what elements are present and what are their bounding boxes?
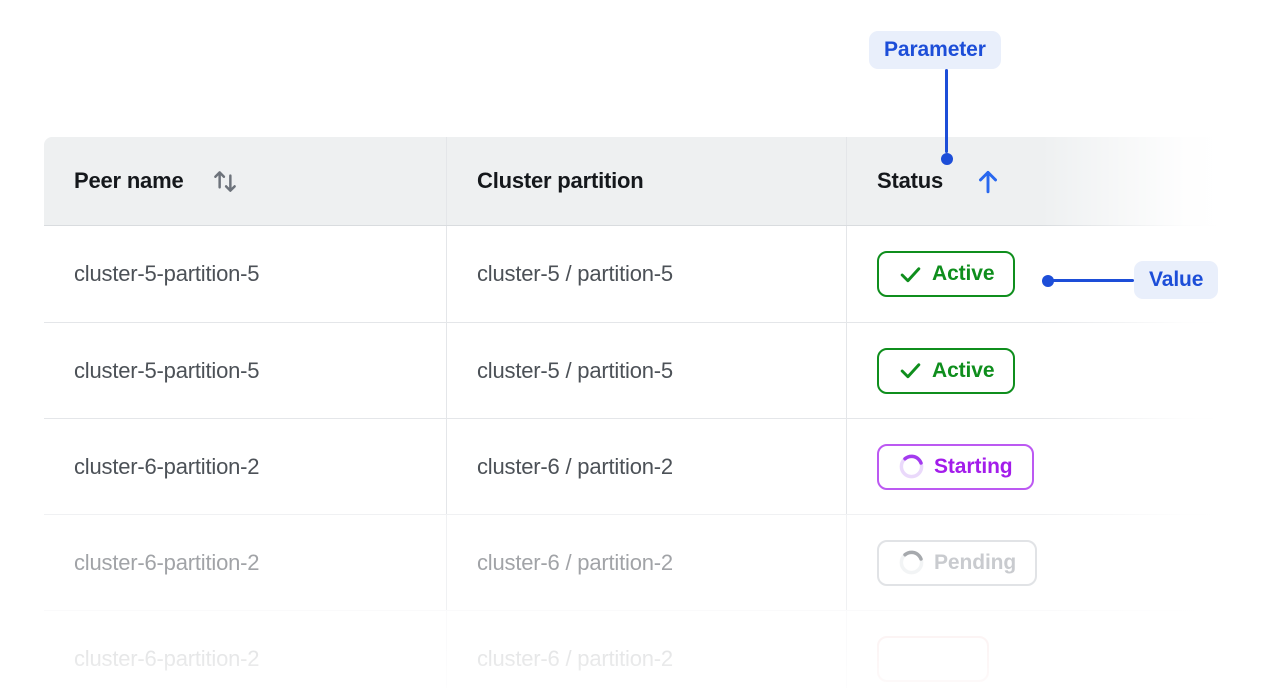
column-header-cluster-partition[interactable]: Cluster partition	[446, 137, 846, 225]
table-row: cluster-6-partition-2 cluster-6 / partit…	[44, 514, 1272, 610]
value-annotation-label: Value	[1134, 261, 1219, 299]
status-badge: Active	[877, 251, 1016, 297]
column-header-label: Cluster partition	[477, 168, 644, 193]
sort-both-icon[interactable]	[210, 167, 240, 195]
table-row: cluster-6-partition-2 cluster-6 / partit…	[44, 418, 1272, 514]
parameter-connector-line	[945, 69, 948, 153]
status-badge	[877, 635, 989, 682]
sort-ascending-icon[interactable]	[975, 167, 1001, 195]
cell-cluster-partition: cluster-6 / partition-2	[446, 611, 846, 688]
cell-peer-name: cluster-5-partition-5	[74, 357, 260, 383]
status-badge-label: Starting	[934, 454, 1013, 478]
parameter-annotation-label: Parameter	[869, 31, 1001, 69]
table-row: cluster-5-partition-5 cluster-5 / partit…	[44, 322, 1272, 418]
cell-cluster-partition: cluster-6 / partition-2	[446, 515, 846, 610]
cell-peer-name: cluster-6-partition-2	[74, 453, 260, 479]
status-badge-label: Active	[932, 262, 995, 285]
value-connector-line	[1048, 279, 1134, 282]
cell-status	[846, 611, 1272, 688]
status-badge-label: Pending	[934, 550, 1017, 574]
cell-cluster-partition: cluster-6 / partition-2	[446, 419, 846, 514]
status-badge: Active	[877, 347, 1016, 394]
cell-status: Starting	[846, 419, 1272, 514]
status-badge: Starting	[877, 443, 1034, 490]
cell-peer-name: cluster-6-partition-2	[74, 645, 260, 671]
check-icon	[898, 358, 923, 383]
value-connector-dot	[1042, 275, 1054, 287]
table-header-row: Peer name Cluster partition Status	[44, 137, 1272, 226]
cell-status: Active	[846, 226, 1272, 322]
cell-peer-name: cluster-6-partition-2	[74, 549, 260, 575]
cell-peer-name: cluster-5-partition-5	[74, 261, 260, 286]
table-row: cluster-5-partition-5 cluster-5 / partit…	[44, 226, 1272, 322]
status-badge: Pending	[877, 539, 1038, 586]
cell-cluster-partition: cluster-5 / partition-5	[446, 226, 846, 322]
cell-status: Active	[846, 323, 1272, 418]
parameter-connector-dot	[941, 153, 953, 165]
spinner-icon	[898, 549, 925, 576]
column-header-peer-name[interactable]: Peer name	[44, 137, 446, 225]
spinner-icon	[898, 453, 925, 480]
status-badge-label: Active	[932, 358, 995, 382]
cell-cluster-partition: cluster-5 / partition-5	[446, 323, 846, 418]
column-header-status[interactable]: Status	[846, 137, 1272, 225]
peers-table: Peer name Cluster partition Status	[44, 137, 1272, 688]
check-icon	[898, 262, 923, 287]
cell-status: Pending	[846, 515, 1272, 610]
column-header-label: Peer name	[74, 168, 184, 193]
table-row: cluster-6-partition-2 cluster-6 / partit…	[44, 610, 1272, 688]
column-header-label: Status	[877, 168, 944, 193]
